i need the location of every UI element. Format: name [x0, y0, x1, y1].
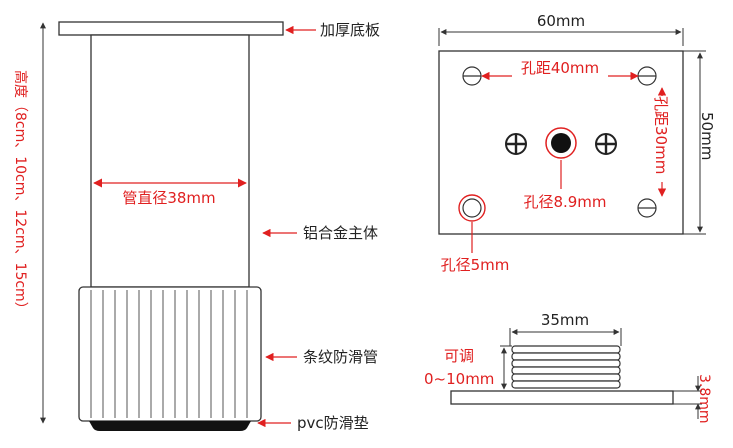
- alloy-body: [90, 34, 250, 288]
- plate-width-label: 60mm: [537, 12, 585, 30]
- thick-base-plate-label: 加厚底板: [320, 21, 380, 39]
- hole-spacing-v-label: 孔距30mm: [652, 96, 670, 174]
- corner-hole-bottom-left: [458, 194, 486, 222]
- screw-hole-left: [505, 133, 527, 155]
- corner-hole-label: 孔径5mm: [441, 256, 510, 274]
- plate-height-label: 50mm: [698, 112, 716, 160]
- screw-width-label: 35mm: [541, 311, 589, 329]
- center-hole: [545, 127, 577, 159]
- adjustable-label: 可调: [444, 347, 474, 365]
- corner-hole-top-right: [637, 66, 657, 86]
- striped-tube-label: 条纹防滑管: [303, 348, 378, 366]
- tube-diameter-label: 管直径38mm: [122, 189, 215, 207]
- pvc-pad-label: pvc防滑垫: [297, 414, 369, 432]
- pvc-pad: [89, 421, 251, 431]
- corner-hole-top-left: [462, 66, 482, 86]
- top-plate: [58, 21, 284, 36]
- leg-side-view: 高度（8cm、10cm、12cm、15cm） 管直径38mm 加厚底板 铝合金主…: [12, 21, 380, 432]
- adjuster-side-view: 35mm 可调 0~10mm 3.8mm: [424, 311, 712, 424]
- adjust-range-label: 0~10mm: [424, 370, 494, 388]
- height-label: 高度（8cm、10cm、12cm、15cm）: [12, 70, 29, 316]
- center-hole-label: 孔径8.9mm: [523, 193, 606, 211]
- alloy-body-label: 铝合金主体: [303, 224, 378, 242]
- plate-top-view: 60mm 50mm: [438, 12, 716, 274]
- sleeve-stripes: [90, 290, 248, 418]
- hole-spacing-h-label: 孔距40mm: [521, 59, 599, 77]
- side-base-plate: [450, 390, 674, 405]
- plate-thickness-label: 3.8mm: [696, 374, 712, 424]
- striped-sleeve: [78, 286, 262, 422]
- screw-hole-right: [595, 133, 617, 155]
- threaded-screw: [511, 345, 621, 389]
- corner-hole-bottom-right: [637, 198, 657, 218]
